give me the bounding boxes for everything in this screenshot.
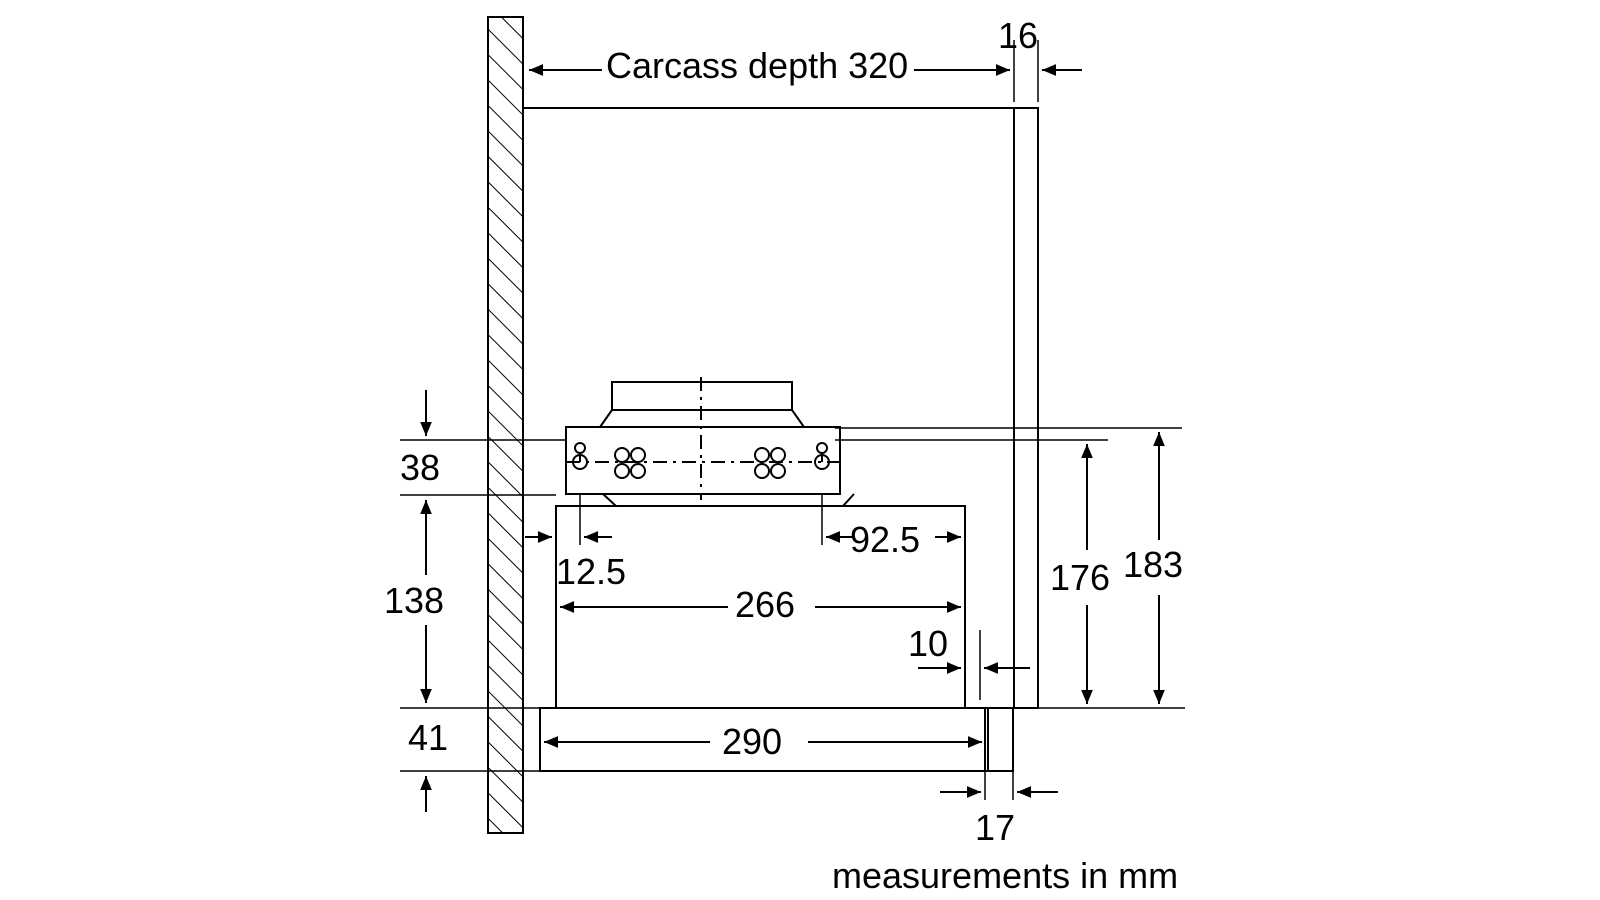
dimension-lines xyxy=(420,64,1165,812)
extension-lines xyxy=(400,40,1185,800)
dimension-290-label: 290 xyxy=(722,721,782,762)
dimension-183-label: 183 xyxy=(1123,544,1183,585)
units-note: measurements in mm xyxy=(832,855,1178,896)
dimension-17-label: 17 xyxy=(975,807,1015,848)
dimension-138-label: 138 xyxy=(384,580,444,621)
mounting-hole-pair xyxy=(754,447,786,479)
wall xyxy=(487,16,524,834)
dimension-266-label: 266 xyxy=(735,584,795,625)
dimension-41-label: 41 xyxy=(408,717,448,758)
dimension-176-label: 176 xyxy=(1050,557,1110,598)
dimension-12-5-label: 12.5 xyxy=(556,551,626,592)
keyhole-slot xyxy=(814,442,830,470)
keyhole-slot xyxy=(572,442,588,470)
carcass-depth-label: Carcass depth 320 xyxy=(606,45,908,86)
dimension-16-label: 16 xyxy=(998,15,1038,56)
mounting-hole-pair xyxy=(614,447,646,479)
fan-module xyxy=(565,377,855,507)
dimension-92-5-label: 92.5 xyxy=(850,519,920,560)
carcass-outline xyxy=(523,107,1039,709)
dimension-10-label: 10 xyxy=(908,623,948,664)
dimension-38-label: 38 xyxy=(400,447,440,488)
